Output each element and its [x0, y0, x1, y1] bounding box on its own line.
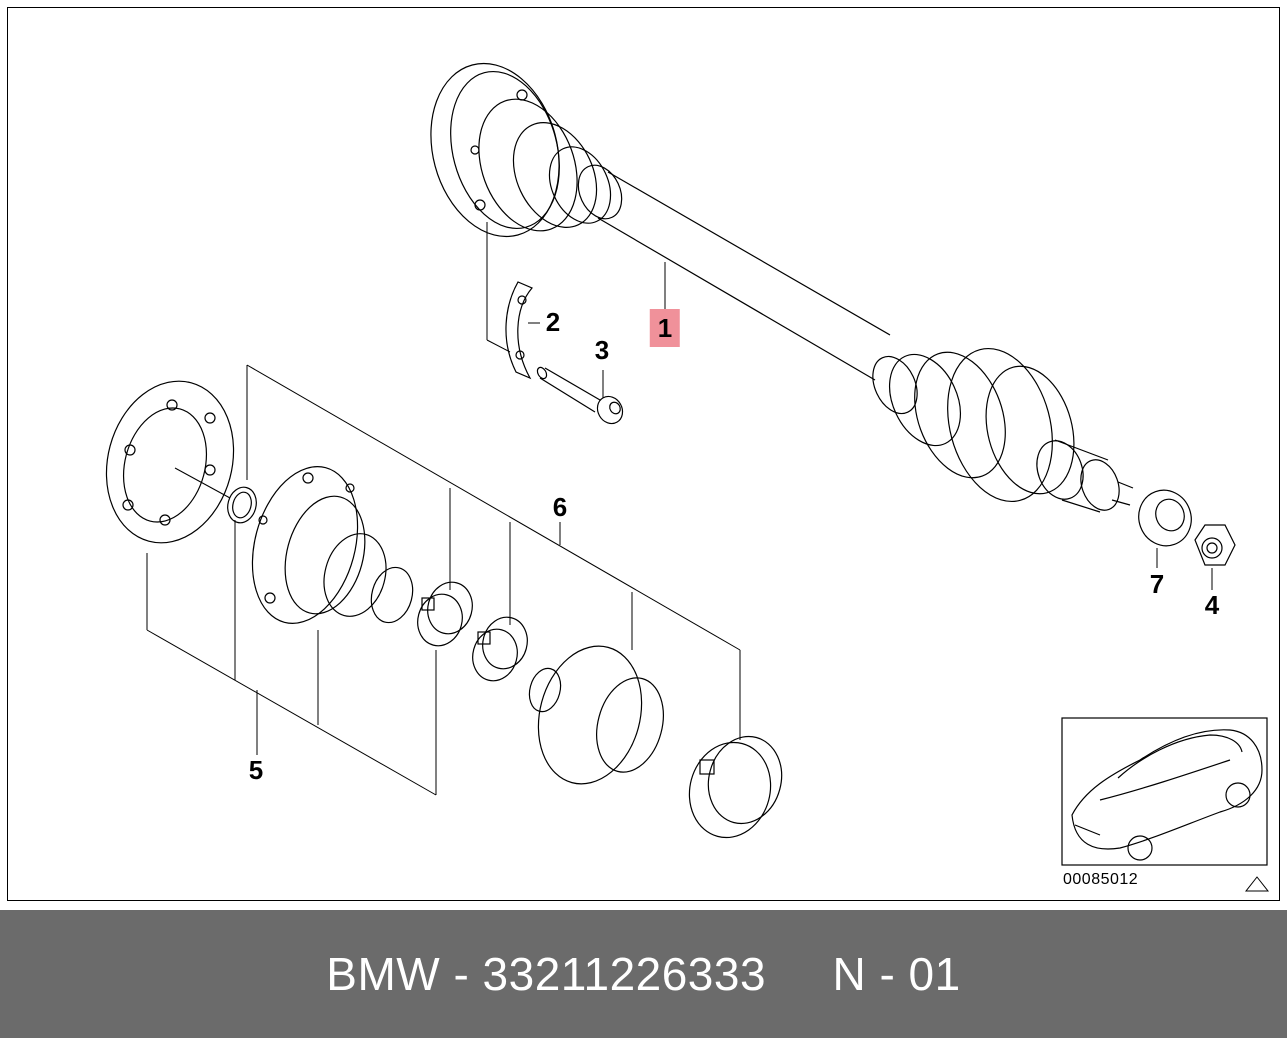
reference-code: 00085012 — [1063, 871, 1139, 888]
callout-6[interactable]: 6 — [552, 492, 568, 522]
warning-triangle-icon — [1245, 876, 1269, 892]
parts-diagram — [89, 49, 1268, 866]
drive-shaft[interactable] — [412, 49, 1134, 516]
callout-3[interactable]: 3 — [594, 335, 610, 365]
part-number-caption: BMW - 33211226333 N - 01 — [326, 948, 961, 1000]
lock-plate[interactable] — [486, 222, 540, 380]
callout-7[interactable]: 7 — [1149, 569, 1165, 599]
boot-kit[interactable] — [412, 488, 791, 847]
callout-1[interactable]: 1 — [649, 309, 681, 347]
repair-kit-joint[interactable] — [89, 364, 741, 796]
callout-2[interactable]: 2 — [545, 307, 561, 337]
nut[interactable] — [1194, 524, 1236, 590]
callout-5[interactable]: 5 — [248, 755, 264, 785]
collar-nut[interactable] — [1131, 483, 1199, 568]
callout-4[interactable]: 4 — [1204, 590, 1220, 620]
bolt[interactable] — [536, 366, 628, 428]
footer-bar: BMW - 33211226333 N - 01 — [0, 910, 1287, 1038]
vehicle-thumbnail — [1061, 717, 1268, 866]
